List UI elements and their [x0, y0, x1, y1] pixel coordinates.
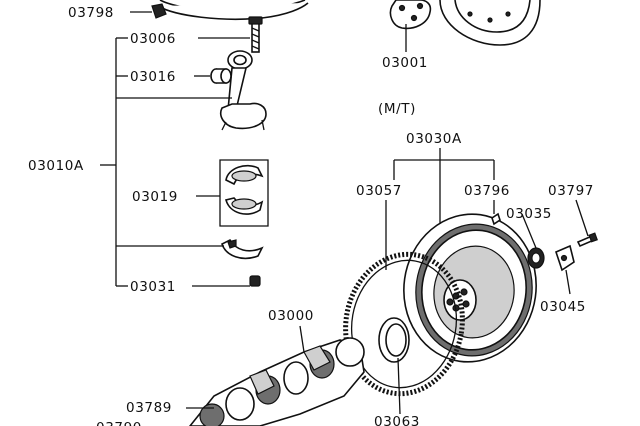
bolt-plate — [555, 244, 575, 272]
callout-03030A[interactable]: 03030A — [406, 131, 462, 147]
flywheel — [403, 213, 537, 363]
callout-03035[interactable]: 03035 — [506, 206, 552, 222]
callout-03010A[interactable]: 03010A — [28, 158, 84, 174]
callout-03031[interactable]: 03031 — [130, 279, 176, 295]
dowel-pin — [491, 212, 501, 226]
callout-03019[interactable]: 03019 — [132, 189, 178, 205]
flywheel-bolt-partial — [151, 0, 309, 21]
callout-03789[interactable]: 03789 — [126, 400, 172, 416]
callout-03057[interactable]: 03057 — [356, 183, 402, 199]
drive-plate-top — [439, 0, 541, 46]
rod-nut — [249, 275, 261, 287]
callout-03001[interactable]: 03001 — [382, 55, 428, 71]
callout-03016[interactable]: 03016 — [130, 69, 176, 85]
drive-plate-adapter — [389, 0, 432, 30]
bearing-set-box — [219, 159, 269, 227]
callout-03063[interactable]: 03063 — [374, 414, 420, 426]
pilot-bearing — [527, 247, 545, 269]
crankshaft — [188, 337, 365, 426]
right-leader-lines — [186, 24, 589, 415]
ring-gear — [343, 251, 465, 397]
flywheel-bolt — [576, 232, 598, 248]
callout-labels: 03798 03006 03016 03010A 03019 03031 030… — [28, 5, 594, 426]
oil-seal — [378, 317, 410, 363]
variant-label-mt: (M/T) — [378, 101, 416, 117]
callout-03006[interactable]: 03006 — [130, 31, 176, 47]
connecting-rod-bolt — [248, 16, 263, 53]
piston-pin-bushing — [210, 68, 232, 84]
callout-03797[interactable]: 03797 — [548, 183, 594, 199]
callout-03790[interactable]: 03790 — [96, 420, 142, 426]
callout-03796[interactable]: 03796 — [464, 183, 510, 199]
connecting-rod — [220, 50, 267, 131]
callout-03000[interactable]: 03000 — [268, 308, 314, 324]
left-leader-lines — [100, 11, 250, 287]
rod-bearing-lower — [221, 238, 264, 260]
callout-03798[interactable]: 03798 — [68, 5, 114, 21]
callout-03045[interactable]: 03045 — [540, 299, 586, 315]
